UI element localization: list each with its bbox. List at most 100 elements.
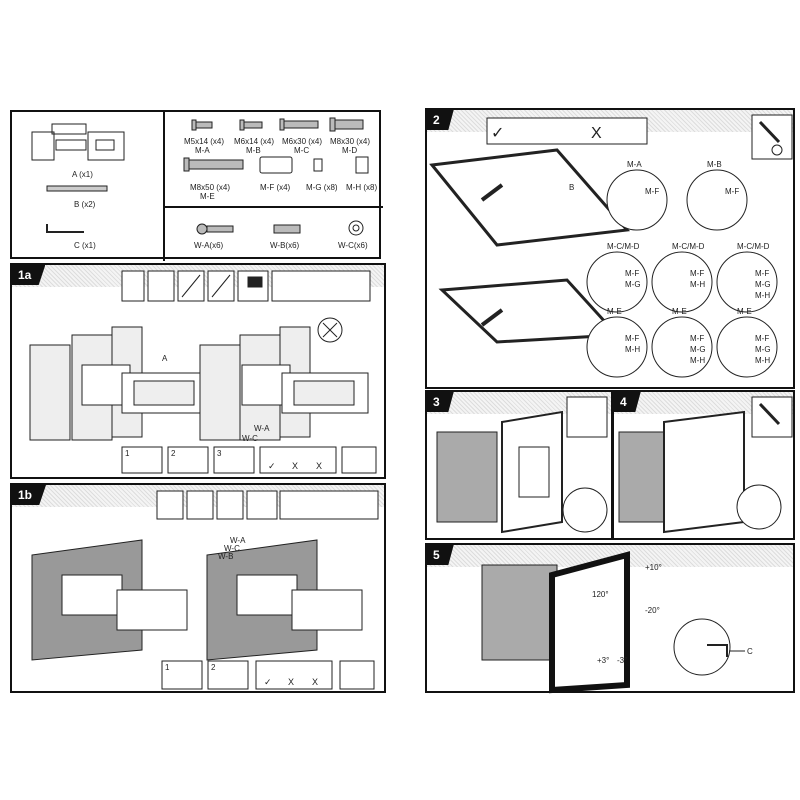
detail-spacer-label: M-G bbox=[690, 345, 706, 354]
screw-me-code: M-E bbox=[200, 192, 215, 201]
level-plus-label: +3° bbox=[597, 656, 609, 665]
wall-screw-wa-label: W-A(x6) bbox=[194, 241, 224, 250]
cross-mark: X bbox=[292, 461, 298, 471]
step-1a-panel: 1a A W-A W-C 1 bbox=[10, 263, 386, 479]
step-1a-diagram: A W-A W-C 1 2 3 ✓ X X bbox=[29, 270, 377, 474]
washer-wc-label: W-C(x6) bbox=[338, 241, 368, 250]
svg-text:2: 2 bbox=[211, 663, 216, 672]
screw-icons bbox=[183, 117, 369, 174]
check-mark: ✓ bbox=[268, 461, 276, 471]
screw-mb-size: M6x14 (x4) bbox=[234, 137, 274, 146]
step-4-panel: 4 bbox=[612, 390, 795, 540]
incorrect-orientation-mark: X bbox=[591, 125, 602, 142]
screw-detail-circle bbox=[651, 316, 713, 378]
spacer-mh-label: M-H (x8) bbox=[346, 183, 377, 192]
step-5-label: 5 bbox=[427, 545, 454, 565]
screw-detail-circle bbox=[586, 251, 648, 313]
level-minus-label: -3° bbox=[617, 656, 627, 665]
tv-screen-illustration bbox=[549, 551, 630, 694]
step-3-label: 3 bbox=[427, 392, 454, 412]
screw-mc-size: M6x30 (x4) bbox=[282, 137, 322, 146]
screw-detail-circle bbox=[651, 251, 713, 313]
step-4-diagram bbox=[618, 396, 793, 534]
swivel-angle-label: 120° bbox=[592, 590, 609, 599]
detail-spacer-label: M-H bbox=[690, 356, 705, 365]
svg-text:✓: ✓ bbox=[264, 677, 272, 687]
detail-spacer-label: M-H bbox=[690, 280, 705, 289]
wall-anchor-wb-label: W-B(x6) bbox=[270, 241, 300, 250]
detail-screw-label: M-C/M-D bbox=[737, 242, 770, 251]
detail-spacer-label: M-F bbox=[645, 187, 659, 196]
spacer-mg-label: M-G (x8) bbox=[306, 183, 338, 192]
tools-required-icons bbox=[121, 270, 371, 302]
wall-hardware-icons bbox=[196, 220, 364, 236]
detail-spacer-label: M-H bbox=[625, 345, 640, 354]
callout-wb: W-B bbox=[218, 552, 233, 561]
detail-spacer-label: M-G bbox=[755, 280, 771, 289]
detail-spacer-label: M-G bbox=[625, 280, 641, 289]
step-1a-label: 1a bbox=[12, 265, 46, 285]
bracket-a-icon bbox=[31, 123, 125, 161]
detail-screw-label: M-B bbox=[707, 160, 722, 169]
svg-text:X: X bbox=[288, 677, 294, 687]
detail-screw-label: M-E bbox=[737, 307, 752, 316]
tool-c-label: C bbox=[747, 647, 753, 656]
svg-text:1: 1 bbox=[165, 663, 170, 672]
allen-key-icon bbox=[46, 224, 84, 233]
callout-wc: W-C bbox=[224, 544, 240, 553]
detail-spacer-label: M-G bbox=[755, 345, 771, 354]
screw-detail-circle bbox=[716, 251, 778, 313]
step-5-panel: 5 120° +10° -20° +3° -3° C bbox=[425, 543, 795, 694]
callout-wc: W-C bbox=[242, 434, 258, 443]
detail-spacer-label: M-H bbox=[755, 356, 770, 365]
screw-mc-code: M-C bbox=[294, 146, 309, 155]
callout-wa: W-A bbox=[230, 536, 246, 545]
svg-text:2: 2 bbox=[171, 449, 176, 458]
detail-spacer-label: M-F bbox=[690, 334, 704, 343]
stud-wall-illustration-left bbox=[29, 326, 209, 441]
step-2-diagram: ✓ X B M-AM-FM-BM-FM-C/M-DM-FM-GM-C/M-DM-… bbox=[429, 114, 793, 378]
detail-spacer-label: M-F bbox=[625, 269, 639, 278]
parts-diagram: A (x1) B (x2) C (x1) M5x14 (x4) M-A M6x1… bbox=[31, 112, 383, 261]
svg-text:X: X bbox=[312, 677, 318, 687]
callout-a: A bbox=[162, 354, 168, 363]
stud-wall-illustration-right bbox=[199, 317, 369, 441]
part-a-label: A (x1) bbox=[72, 170, 93, 179]
step-1b-label: 1b bbox=[12, 485, 47, 505]
step-1b-panel: 1b W-A W-C W-B 1 2 ✓ X X bbox=[10, 483, 386, 693]
callout-wa: W-A bbox=[254, 424, 270, 433]
svg-text:3: 3 bbox=[217, 449, 222, 458]
svg-text:1: 1 bbox=[125, 449, 130, 458]
screw-detail-circle bbox=[716, 316, 778, 378]
screw-me-size: M8x50 (x4) bbox=[190, 183, 230, 192]
screw-mb-code: M-B bbox=[246, 146, 261, 155]
step-4-label: 4 bbox=[614, 392, 641, 412]
correct-orientation-mark: ✓ bbox=[491, 125, 504, 142]
part-c-label: C (x1) bbox=[74, 241, 96, 250]
step-3-diagram bbox=[436, 396, 608, 534]
two-people-icon bbox=[566, 396, 608, 438]
arrow-up-icon bbox=[480, 183, 504, 202]
screw-ma-size: M5x14 (x4) bbox=[184, 137, 224, 146]
detail-screw-label: M-E bbox=[607, 307, 622, 316]
spacer-mf-label: M-F (x4) bbox=[260, 183, 291, 192]
detail-screw-label: M-C/M-D bbox=[607, 242, 640, 251]
detail-spacer-label: M-F bbox=[725, 187, 739, 196]
bracket-b-icon bbox=[46, 185, 108, 192]
detail-screw-label: M-C/M-D bbox=[672, 242, 705, 251]
detail-spacer-label: M-F bbox=[755, 269, 769, 278]
detail-spacer-label: M-H bbox=[755, 291, 770, 300]
detail-spacer-label: M-F bbox=[690, 269, 704, 278]
detail-screw-label: M-A bbox=[627, 160, 642, 169]
screw-md-code: M-D bbox=[342, 146, 357, 155]
detail-screw-label: M-E bbox=[672, 307, 687, 316]
parts-list-panel: A (x1) B (x2) C (x1) M5x14 (x4) M-A M6x1… bbox=[10, 110, 383, 261]
tilt-down-label: -20° bbox=[645, 606, 660, 615]
tv-back-illustration-top bbox=[429, 148, 631, 247]
screw-detail-circle bbox=[686, 169, 748, 231]
screw-ma-code: M-A bbox=[195, 146, 210, 155]
screw-md-size: M8x30 (x4) bbox=[330, 137, 370, 146]
tilt-up-label: +10° bbox=[645, 563, 662, 572]
substep-icons bbox=[121, 446, 377, 474]
